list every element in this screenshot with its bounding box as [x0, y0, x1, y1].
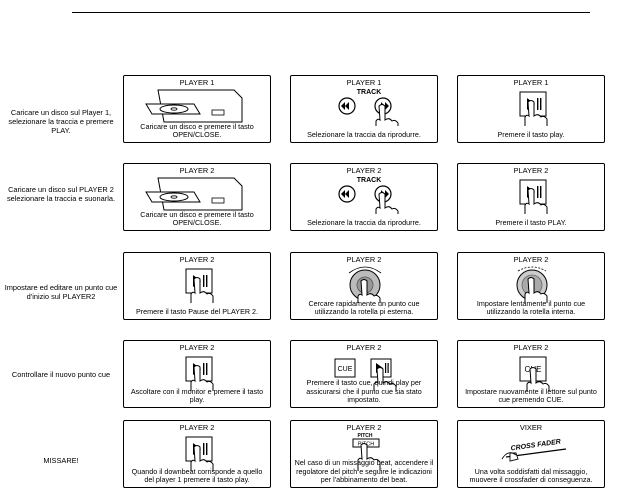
- step-label-5: MISSARE!: [43, 456, 79, 465]
- track-buttons-icon: TRACK: [291, 174, 437, 214]
- panel-caption: Selezionare la traccia da riprodurre.: [307, 130, 421, 140]
- step-label-1: Caricare un disco sul Player 1, selezion…: [8, 108, 114, 135]
- panel-caption: Premere il tasto cue, quindi play per as…: [306, 378, 422, 405]
- panel-caption: Nel caso di un missaggio beat, accendere…: [294, 458, 434, 485]
- panel-4-1: PLAYER 2 Ascoltare con il monitor e prem…: [123, 340, 271, 408]
- panel-title: PLAYER 2: [513, 343, 549, 352]
- panel-caption: Selezionare la traccia da riprodurre.: [307, 218, 421, 228]
- panel-4-3: PLAYER 2 CUE Impostare nuovamente il let…: [457, 340, 605, 408]
- panel-caption: Cercare rapidamente un punto cue utilizz…: [308, 298, 420, 317]
- svg-text:CUE: CUE: [338, 366, 353, 373]
- play-pause-button-icon: [458, 86, 604, 126]
- panel-5-3: VIXER CROSS FADER Una volta soddisfatti …: [457, 420, 605, 488]
- panel-caption: Premere il tasto play.: [497, 130, 565, 140]
- panel-title: PLAYER 2: [346, 255, 382, 264]
- step-label-4: Controllare il nuovo punto cue: [11, 370, 111, 379]
- panel-4-2: PLAYER 2 CUE Premere il tasto cue, quind…: [290, 340, 438, 408]
- panel-3-2: PLAYER 2 Cercare rapidamente un punto cu…: [290, 252, 438, 320]
- panel-caption: Impostare nuovamente il lettore sul punt…: [465, 386, 597, 405]
- panel-caption: Caricare un disco e premere il tasto OPE…: [140, 121, 254, 140]
- panel-caption: Impostare lentamente il punto cue utiliz…: [476, 298, 586, 317]
- jog-wheel-inner-icon: [458, 263, 604, 303]
- step-label-3: Impostare ed editare un punto cue d'iniz…: [4, 283, 118, 301]
- panel-caption: Quando il downbeat corrisponde a quello …: [131, 466, 263, 485]
- panel-3-3: PLAYER 2 Impostare lentamente il punto c…: [457, 252, 605, 320]
- panel-caption: Una volta soddisfatti dal missaggio, muo…: [469, 466, 593, 485]
- panel-2-3: PLAYER 2 Premere il tasto PLAY.: [457, 163, 605, 231]
- panel-title: VIXER: [519, 423, 543, 432]
- play-pause-button-icon: [124, 263, 270, 303]
- panel-caption: Caricare un disco e premere il tasto OPE…: [140, 209, 254, 228]
- jog-wheel-outer-icon: [291, 263, 437, 303]
- panel-title: PLAYER 2: [346, 343, 382, 352]
- panel-title: PLAYER 1: [513, 78, 549, 87]
- panel-title: PLAYER 2: [179, 343, 215, 352]
- panel-1-3: PLAYER 1 Premere il tasto play.: [457, 75, 605, 143]
- panel-caption: Ascoltare con il monitor e premere il ta…: [130, 386, 264, 405]
- svg-text:PITCH: PITCH: [358, 433, 373, 439]
- cd-tray-icon: [124, 174, 270, 214]
- panel-title: PLAYER 1: [179, 78, 215, 87]
- cue-and-play-buttons-icon: CUE: [291, 351, 437, 391]
- panel-5-2: PLAYER 2 PITCHPITCH Nel caso di un missa…: [290, 420, 438, 488]
- pitch-slider-icon: PITCHPITCH: [291, 431, 437, 471]
- svg-text:TRACK: TRACK: [357, 177, 382, 184]
- panel-title: PLAYER 2: [513, 255, 549, 264]
- crossfader-icon: CROSS FADER: [458, 431, 604, 471]
- header-rule: [72, 12, 590, 13]
- panel-2-2: PLAYER 2 TRACK Selezionare la traccia da…: [290, 163, 438, 231]
- panel-5-1: PLAYER 2 Quando il downbeat corrisponde …: [123, 420, 271, 488]
- panel-title: PLAYER 2: [179, 423, 215, 432]
- cue-button-icon: CUE: [458, 351, 604, 391]
- panel-caption: Premere il tasto PLAY.: [495, 218, 567, 228]
- play-pause-button-icon: [458, 174, 604, 214]
- play-pause-button-icon: [124, 431, 270, 471]
- svg-text:TRACK: TRACK: [357, 89, 382, 96]
- cd-tray-icon: [124, 86, 270, 126]
- panel-3-1: PLAYER 2 Premere il tasto Pause del PLAY…: [123, 252, 271, 320]
- play-pause-button-icon: [124, 351, 270, 391]
- panel-title: PLAYER 2: [346, 423, 382, 432]
- panel-1-1: PLAYER 1 Caricare un disco e premere il …: [123, 75, 271, 143]
- step-label-2: Caricare un disco sul PLAYER 2 seleziona…: [6, 185, 116, 203]
- panel-title: PLAYER 1: [346, 78, 382, 87]
- panel-2-1: PLAYER 2 Caricare un disco e premere il …: [123, 163, 271, 231]
- panel-1-2: PLAYER 1 TRACK Selezionare la traccia da…: [290, 75, 438, 143]
- panel-title: PLAYER 2: [513, 166, 549, 175]
- track-buttons-icon: TRACK: [291, 86, 437, 126]
- panel-title: PLAYER 2: [346, 166, 382, 175]
- panel-caption: Premere il tasto Pause del PLAYER 2.: [135, 307, 259, 317]
- panel-title: PLAYER 2: [179, 166, 215, 175]
- panel-title: PLAYER 2: [179, 255, 215, 264]
